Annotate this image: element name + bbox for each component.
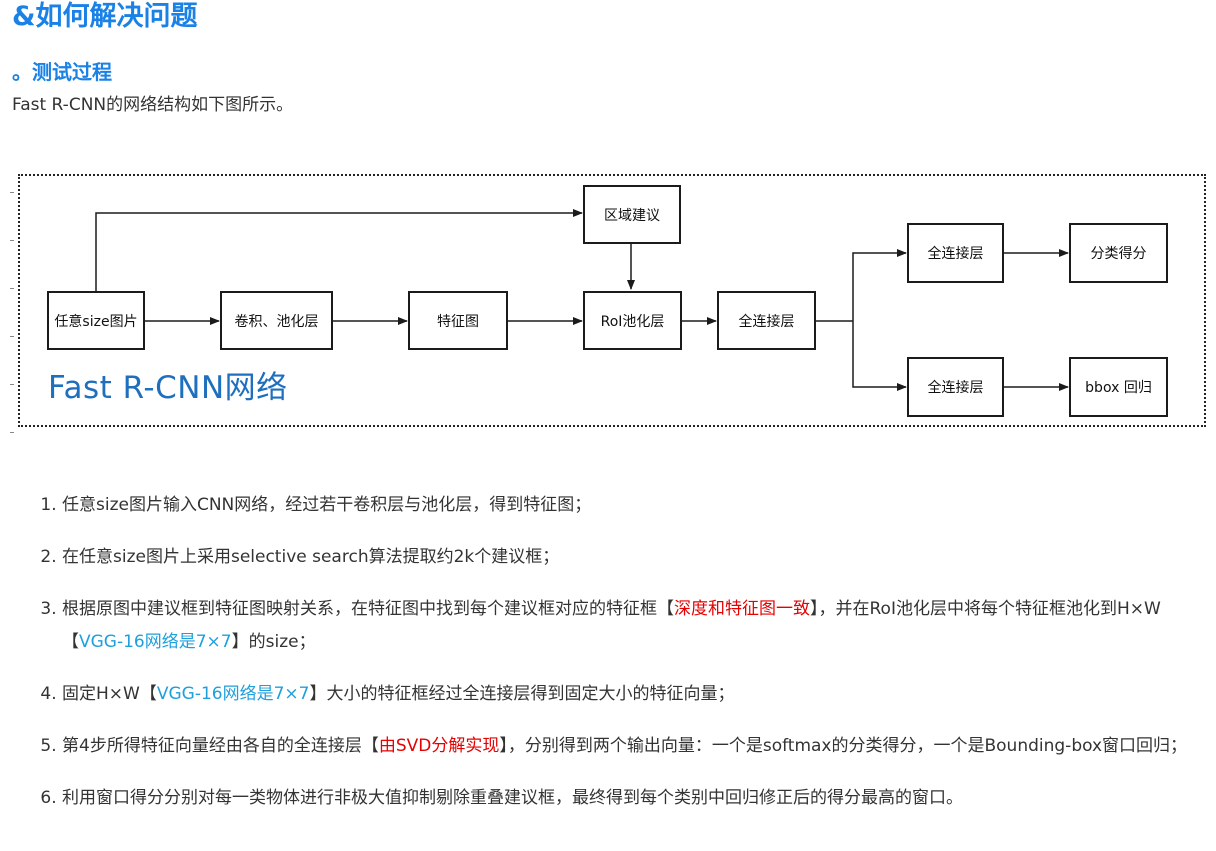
box-fc-main: 全连接层: [717, 291, 816, 350]
step-text: 第4步所得特征向量经由各自的全连接层【: [62, 736, 379, 756]
box-roi-pooling: RoI池化层: [583, 291, 682, 350]
step-text: 固定H×W【: [62, 684, 157, 704]
box-input-image: 任意size图片: [47, 291, 145, 350]
page-heading: &如何解决问题: [12, 1, 198, 32]
list-item: 固定H×W【VGG-16网络是7×7】大小的特征框经过全连接层得到固定大小的特征…: [62, 678, 1216, 711]
list-item: 第4步所得特征向量经由各自的全连接层【由SVD分解实现】，分别得到两个输出向量：…: [62, 730, 1216, 763]
arrow-fc-top: [852, 249, 907, 321]
step-text: 】，分别得到两个输出向量：一个是softmax的分类得分，一个是Bounding…: [499, 736, 1188, 756]
step-text: 】，并在RoI池化层中将每个特征框池化到H×W【: [62, 599, 1161, 652]
list-item: 根据原图中建议框到特征图映射关系，在特征图中找到每个建议框对应的特征框【深度和特…: [62, 593, 1216, 659]
step-text: 任意size图片输入CNN网络，经过若干卷积层与池化层，得到特征图；: [62, 495, 592, 515]
emphasis-text: 由SVD分解实现: [378, 736, 500, 756]
fast-rcnn-diagram: 任意size图片 卷积、池化层 特征图 区域建议 RoI池化层 全连接层 全连接…: [18, 174, 1206, 427]
emphasis-text: VGG-16网络是7×7: [156, 684, 310, 704]
emphasis-text: VGG-16网络是7×7: [79, 632, 232, 652]
step-text: 利用窗口得分分别对每一类物体进行非极大值抑制剔除重叠建议框，最终得到每个类别中回…: [62, 788, 963, 808]
box-cls-score: 分类得分: [1069, 223, 1168, 283]
arrow-fc-bottom: [852, 321, 907, 391]
margin-ticks: [10, 178, 16, 438]
step-text: 】的size；: [231, 632, 316, 652]
box-conv-pool: 卷积、池化层: [220, 291, 333, 350]
list-item: 利用窗口得分分别对每一类物体进行非极大值抑制剔除重叠建议框，最终得到每个类别中回…: [62, 782, 1216, 815]
box-region-proposal: 区域建议: [583, 185, 681, 244]
step-text: 在任意size图片上采用selective search算法提取约2k个建议框；: [62, 547, 560, 567]
step-text: 】大小的特征框经过全连接层得到固定大小的特征向量；: [309, 684, 735, 704]
step-text: 根据原图中建议框到特征图映射关系，在特征图中找到每个建议框对应的特征框【: [62, 599, 674, 619]
box-fc-top: 全连接层: [907, 223, 1004, 283]
intro-text: Fast R-CNN的网络结构如下图所示。: [12, 95, 294, 115]
arrow-input-region: [95, 209, 583, 291]
diagram-connectors: [95, 209, 1069, 391]
box-feature-map: 特征图: [408, 291, 508, 350]
diagram-title: Fast R-CNN网络: [48, 370, 288, 406]
box-fc-bottom: 全连接层: [907, 357, 1004, 417]
emphasis-text: 深度和特征图一致: [674, 599, 810, 619]
section-heading: 。测试过程: [12, 60, 112, 84]
steps-list: 任意size图片输入CNN网络，经过若干卷积层与池化层，得到特征图； 在任意si…: [0, 489, 1216, 834]
list-item: 任意size图片输入CNN网络，经过若干卷积层与池化层，得到特征图；: [62, 489, 1216, 522]
list-item: 在任意size图片上采用selective search算法提取约2k个建议框；: [62, 541, 1216, 574]
box-bbox-regression: bbox 回归: [1069, 357, 1168, 417]
